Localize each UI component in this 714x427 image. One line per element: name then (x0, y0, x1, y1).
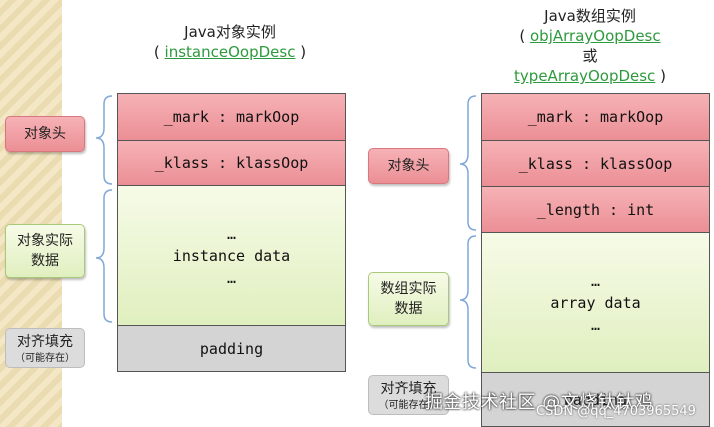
left-padding-cell: padding (117, 325, 346, 372)
padding-text: padding (563, 390, 628, 409)
instance-data-text: instance data (172, 246, 291, 265)
right-length-cell: _length : int (481, 186, 710, 233)
header-label-text: 对象头 (387, 158, 430, 174)
right-data-brace (459, 235, 477, 369)
paren-open: ( (519, 27, 526, 45)
left-title: Java对象实例 ( instanceOopDesc ) (150, 22, 310, 62)
padding-label-sub: （可能存在） (15, 352, 75, 364)
mark-field: _mark : markOop (163, 108, 300, 126)
right-desc-line2: typeArrayOopDesc ) (500, 66, 680, 86)
right-header-label: 对象头 (368, 148, 449, 184)
padding-label-sub: （可能存在） (378, 399, 439, 411)
array-data-text: array data (550, 293, 641, 312)
length-field: _length : int (536, 200, 655, 219)
right-padding-cell: padding (481, 372, 710, 427)
right-data-label: 数组实际 数据 (368, 272, 449, 326)
mark-field: _mark : markOop (527, 108, 664, 126)
left-data-label: 对象实际 数据 (5, 224, 85, 278)
padding-label-main: 对齐填充 (17, 333, 73, 350)
left-desc-line: ( instanceOopDesc ) (150, 42, 310, 62)
paren-close: ) (660, 67, 666, 85)
data-label-line1: 对象实际 (17, 233, 73, 249)
right-title-text: Java数组实例 (544, 7, 636, 25)
klass-field: _klass : klassOop (518, 154, 673, 173)
left-header-label: 对象头 (5, 116, 85, 152)
left-title-text: Java对象实例 (184, 23, 276, 41)
paren-close: ) (300, 43, 307, 61)
left-padding-label: 对齐填充 （可能存在） (5, 328, 85, 368)
ellipsis-top: … (590, 271, 601, 290)
right-or: 或 (582, 47, 598, 65)
header-label-text: 对象头 (24, 126, 66, 142)
ellipsis-bottom: … (226, 268, 237, 287)
paren-open: ( (153, 43, 160, 61)
typearrayoopdesc-link[interactable]: typeArrayOopDesc (514, 67, 656, 85)
data-label-line2: 数据 (394, 301, 423, 317)
instanceoopdesc-link[interactable]: instanceOopDesc (164, 43, 296, 61)
right-title: Java数组实例 ( objArrayOopDesc 或 typeArrayOo… (500, 6, 680, 86)
right-header-brace (459, 95, 477, 231)
right-padding-label: 对齐填充 （可能存在） (368, 375, 449, 415)
padding-text: padding (199, 339, 264, 358)
right-mark-cell: _mark : markOop (481, 93, 710, 141)
objarrayoopdesc-link[interactable]: objArrayOopDesc (530, 27, 661, 45)
ellipsis-top: … (226, 224, 237, 243)
right-desc-line1: ( objArrayOopDesc (500, 26, 680, 46)
left-data-brace (95, 189, 113, 323)
data-label-line2: 数据 (31, 253, 59, 269)
watermark-main: 掘金技术社区 @文烧钛钛鸡 (425, 392, 654, 413)
left-klass-cell: _klass : klassOop (117, 140, 346, 186)
left-header-brace (95, 95, 113, 185)
right-array-data-cell: … array data … (481, 232, 710, 373)
padding-label-main: 对齐填充 (380, 380, 437, 397)
right-klass-cell: _klass : klassOop (481, 140, 710, 187)
watermark-sub: CSDN @qq_4703965549 (536, 404, 696, 419)
klass-field: _klass : klassOop (154, 154, 309, 172)
ellipsis-bottom: … (590, 315, 601, 334)
data-label-line1: 数组实际 (380, 281, 437, 297)
